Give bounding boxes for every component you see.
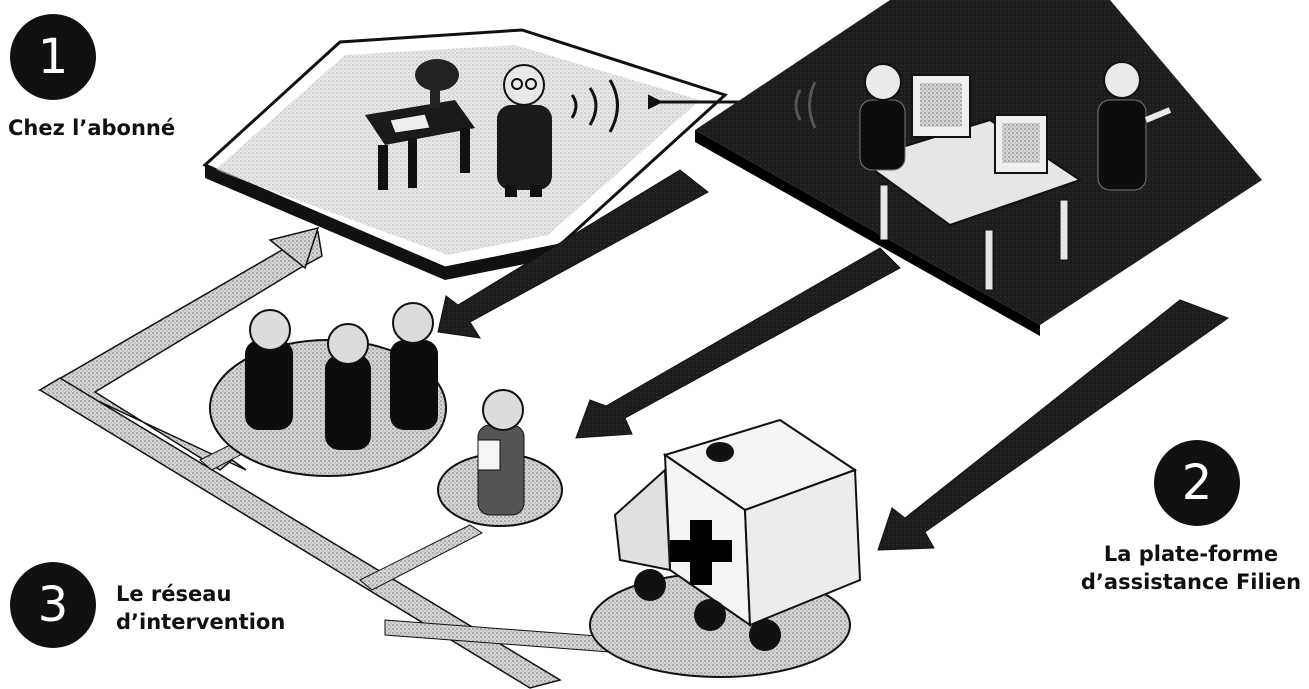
relative-man-icon xyxy=(325,323,371,450)
table-with-phone-icon xyxy=(365,59,475,190)
step-3-label: Le réseau d’intervention xyxy=(116,580,285,637)
intervention-network-path xyxy=(37,230,651,689)
step-1-badge: 1 xyxy=(10,14,96,100)
step-2-label: La plate-forme d’assistance Filien xyxy=(1078,540,1304,597)
computer-monitor-icon xyxy=(994,114,1048,174)
dispatch-arrow-to-ambulance xyxy=(877,299,1230,551)
signal-waves-icon xyxy=(570,79,619,133)
step-3-label-line-2: d’intervention xyxy=(116,610,286,635)
doctor-icon xyxy=(477,389,525,516)
supervisor-icon xyxy=(1097,61,1172,191)
relative-bald-man-icon xyxy=(390,302,438,430)
relative-woman-icon xyxy=(245,309,293,430)
ambulance-icon xyxy=(613,418,862,651)
signal-waves-icon xyxy=(794,81,817,129)
elderly-subscriber-icon xyxy=(497,64,552,197)
step-2-label-line-1: La plate-forme xyxy=(1103,542,1279,566)
step-2-label-line-2: d’assistance Filien xyxy=(1080,570,1302,595)
dispatch-arrow-to-doctor xyxy=(575,247,901,439)
step-3-number: 3 xyxy=(37,577,69,633)
step-2-badge: 2 xyxy=(1154,440,1240,526)
step-1-label: Chez l’abonné xyxy=(8,116,176,140)
step-3-label-line-1: Le réseau xyxy=(116,582,232,606)
step-3-badge: 3 xyxy=(10,562,96,648)
step-1-number: 1 xyxy=(37,29,69,85)
return-arrow-to-subscriber xyxy=(268,226,320,270)
step-2-number: 2 xyxy=(1181,455,1213,511)
dispatch-arrow-to-relatives xyxy=(437,169,709,339)
operator-with-headset-icon xyxy=(859,63,906,171)
computer-monitor-icon xyxy=(911,74,971,138)
